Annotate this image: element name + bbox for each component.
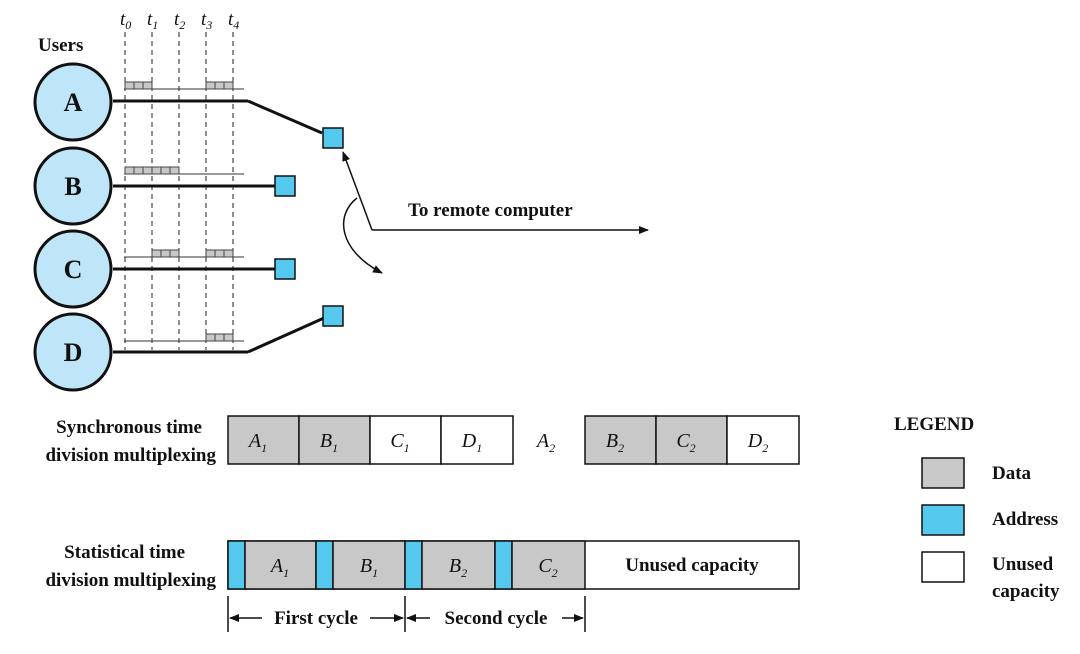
slot-label: D2 [747, 430, 768, 455]
legend-data-swatch [921, 457, 965, 489]
user-circle [33, 146, 113, 226]
user-c: C [33, 229, 296, 309]
time-marks: t0 t1 t2 t3 t4 [120, 9, 239, 350]
unused-capacity-label: Unused capacity [625, 555, 759, 576]
first-cycle-label: First cycle [274, 608, 358, 629]
remote-link: To remote computer [342, 151, 649, 274]
sync-frame-2: B2 C2 D2 [584, 415, 800, 465]
time-mark: t2 [174, 9, 185, 350]
time-mark: t0 [120, 9, 131, 350]
legend: LEGEND Data Address Unused capacity [894, 414, 1060, 602]
user-letter: C [64, 255, 83, 284]
user-b: B [33, 146, 296, 226]
slot-label: D1 [461, 430, 482, 455]
legend-address-swatch [921, 504, 965, 536]
time-mark: t4 [228, 9, 239, 350]
address-slot [227, 540, 246, 590]
slot-label: B1 [320, 430, 338, 455]
data-burst [124, 166, 180, 175]
data-burst [205, 249, 234, 258]
remote-label: To remote computer [408, 200, 573, 221]
slot-label: A1 [247, 430, 267, 455]
address-block [274, 175, 296, 197]
time-mark: t1 [147, 9, 158, 350]
sync-label-line2: division multiplexing [45, 445, 216, 466]
data-burst [151, 249, 180, 258]
user-circle [33, 62, 113, 142]
rotation-arrow [342, 197, 383, 274]
arrow-to-mux [342, 151, 373, 231]
stat-label-line1: Statistical time [64, 542, 185, 563]
sync-slot [298, 415, 371, 465]
legend-unused-label-line1: Unused [992, 554, 1054, 575]
svg-text:t2: t2 [174, 9, 185, 32]
stat-label-line2: division multiplexing [45, 570, 216, 591]
data-burst [205, 81, 234, 90]
user-circle [33, 312, 113, 392]
data-burst [124, 81, 153, 90]
stat-tdm-row: Statistical time division multiplexing A… [45, 540, 800, 632]
user-letter: B [64, 172, 81, 201]
time-mark: t3 [201, 9, 212, 350]
svg-text:t0: t0 [120, 9, 131, 32]
data-burst [205, 333, 234, 342]
data-slot [421, 540, 496, 590]
second-cycle-label: Second cycle [445, 608, 548, 629]
user-circle [33, 229, 113, 309]
users-label: Users [38, 35, 83, 56]
slot-label: B2 [449, 555, 467, 580]
sync-slot [584, 415, 657, 465]
sync-label-line1: Synchronous time [56, 417, 202, 438]
svg-text:t1: t1 [147, 9, 158, 32]
sync-slot [227, 415, 300, 465]
legend-title: LEGEND [894, 414, 974, 435]
legend-unused-label-line2: capacity [992, 581, 1060, 602]
address-slot [494, 540, 513, 590]
address-slot [404, 540, 423, 590]
svg-text:t3: t3 [201, 9, 212, 32]
user-letter: D [64, 338, 83, 367]
slot-label: C2 [538, 555, 557, 580]
user-a: A [33, 62, 344, 149]
user-d: D [33, 305, 344, 392]
slot-label: A1 [269, 555, 289, 580]
address-slot [315, 540, 334, 590]
user-letter: A [64, 88, 83, 117]
slot-label: B1 [360, 555, 378, 580]
cycle-markers: First cycle Second cycle [227, 596, 586, 632]
sync-slot [369, 415, 442, 465]
gap-label: A2 [535, 430, 555, 455]
sync-slot [726, 415, 800, 465]
data-slot [244, 540, 317, 590]
sync-frame-1: A1 B1 C1 D1 [227, 415, 514, 465]
address-block [322, 305, 344, 327]
data-slot [332, 540, 406, 590]
legend-unused-swatch [921, 551, 965, 583]
address-block [322, 127, 344, 149]
slot-label: C2 [676, 430, 695, 455]
sync-slot [655, 415, 728, 465]
sync-tdm-row: Synchronous time division multiplexing A… [45, 415, 800, 466]
slot-label: B2 [606, 430, 624, 455]
address-block [274, 258, 296, 280]
data-slot [511, 540, 586, 590]
svg-text:t4: t4 [228, 9, 239, 32]
sync-slot [440, 415, 514, 465]
slot-label: C1 [390, 430, 409, 455]
legend-address-label: Address [992, 509, 1058, 530]
legend-data-label: Data [992, 463, 1032, 484]
